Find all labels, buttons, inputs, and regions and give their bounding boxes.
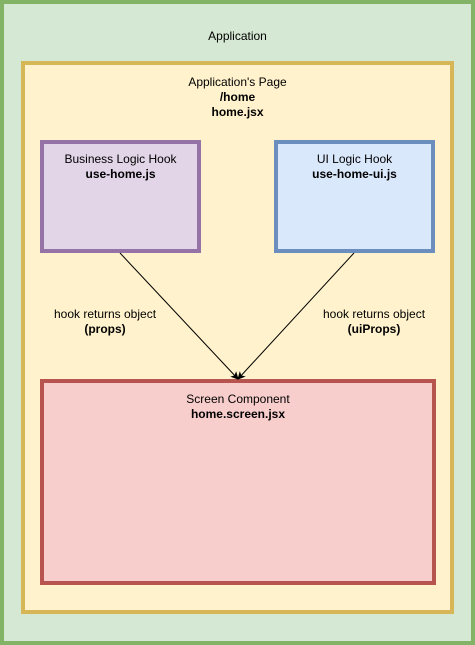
edge-left-object: (props) [84,322,126,336]
screen-component-node [40,379,436,585]
page-label: Application's Page [188,75,287,89]
screen-file: home.screen.jsx [190,407,286,421]
ui-hook-file: use-home-ui.js [312,167,397,181]
business-hook-label: Business Logic Hook [64,152,177,166]
page-route: /home [219,90,256,104]
edge-left-label: hook returns object [53,307,157,321]
application-label: Application [208,29,267,43]
page-file: home.jsx [211,105,264,119]
ui-hook-label: UI Logic Hook [316,152,393,166]
business-logic-hook-node [40,140,201,253]
screen-label: Screen Component [186,392,290,406]
edge-right-object: (uiProps) [347,322,401,336]
ui-logic-hook-node [274,140,435,253]
edge-right-label: hook returns object [322,307,426,321]
business-hook-file: use-home.js [85,167,156,181]
